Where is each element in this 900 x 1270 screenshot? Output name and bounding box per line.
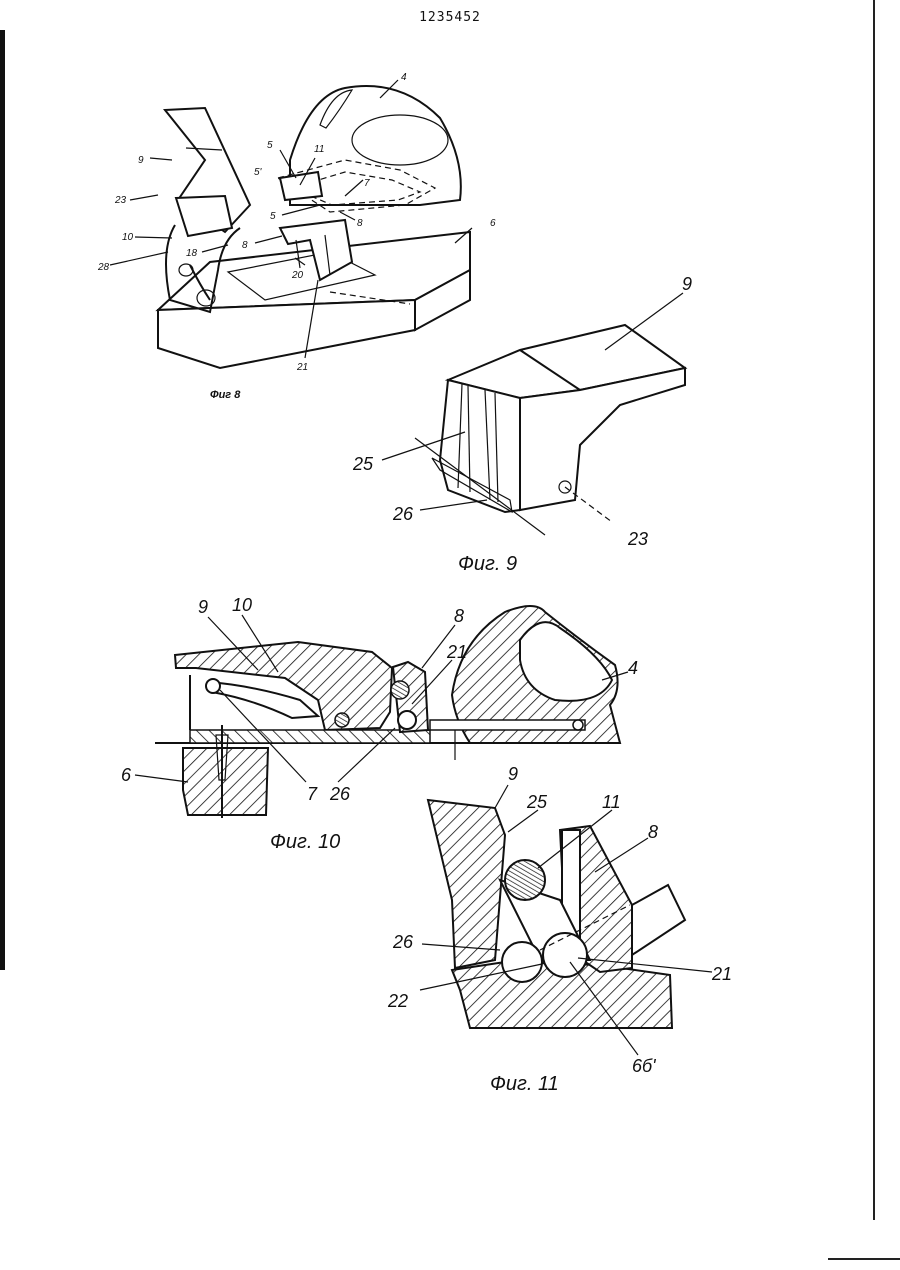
figure-9-drawing [382,293,685,535]
fig9-label: 25 [352,454,374,474]
fig8-label: 5' [254,167,263,178]
fig8-label: 11 [314,144,324,155]
fig11-caption: Фиг. 11 [490,1073,559,1095]
fig11-label: 26 [392,932,414,952]
fig8-label: 21 [296,362,308,373]
fig8-label: 18 [186,248,198,259]
fig11-label: 11 [602,792,621,812]
fig8-label: 20 [291,270,304,281]
fig8-label: 5 [270,211,276,222]
fig11-label: 25 [526,792,548,812]
fig11-label: 8 [648,822,658,842]
fig11-label: 21 [711,964,732,984]
fig10-label: 7 [307,784,318,804]
fig9-label: 26 [392,504,414,524]
fig8-label: 28 [97,262,110,273]
fig8-label: 4 [401,72,407,83]
fig8-label: 10 [122,232,134,243]
fig10-label: 21 [446,642,467,662]
fig9-caption: Фиг. 9 [458,553,517,575]
fig10-label: 6 [121,765,132,785]
figure-8-drawing [110,80,472,368]
fig8-label: 6 [490,218,496,229]
figure-11-drawing [420,785,712,1055]
fig11-label: 22 [387,991,408,1011]
fig10-label: 26 [329,784,351,804]
fig8-label: 8 [242,240,248,251]
fig8-base-front [158,300,415,368]
fig10-caption: Фиг. 10 [270,831,340,853]
fig10-label: 4 [628,658,638,678]
fig11-label: 6б' [632,1056,656,1076]
fig9-label: 9 [682,274,692,294]
fig10-label: 10 [232,595,252,615]
fig10-label: 9 [198,597,208,617]
fig10-label: 8 [454,606,464,626]
fig8-label: 9 [138,155,144,166]
fig8-label: 7 [364,178,370,189]
fig11-label: 9 [508,764,518,784]
fig8-label: 23 [114,195,127,206]
figure-10-drawing [135,606,628,818]
fig9-label: 23 [627,529,648,549]
fig8-label: 5 [267,140,273,151]
fig8-label: 8 [357,218,363,229]
fig8-caption: Фиг 8 [210,389,241,401]
